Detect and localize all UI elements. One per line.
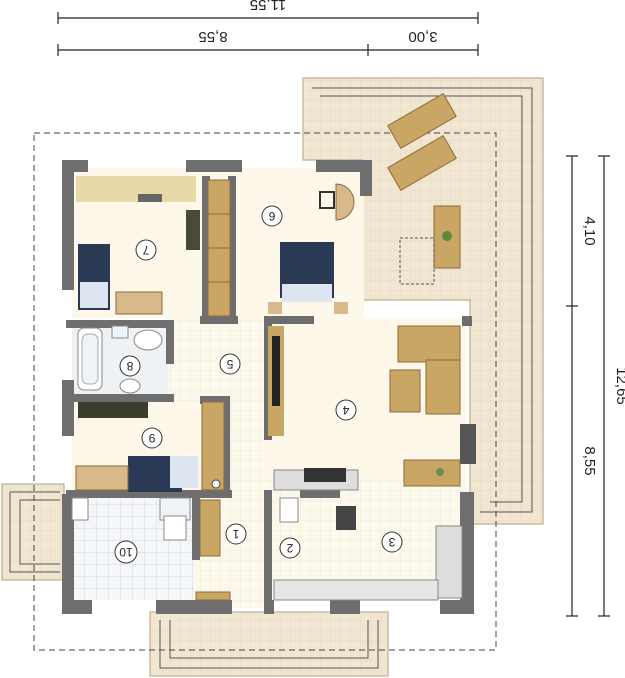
svg-text:2: 2 — [286, 541, 293, 555]
dim-total-width: 11,55 — [250, 0, 286, 13]
dim-left-width: 8,55 — [198, 28, 227, 45]
room-labels: 1 2 3 4 5 6 7 8 9 10 — [114, 205, 403, 564]
furniture — [71, 93, 476, 601]
side-terrace — [1, 483, 65, 581]
svg-text:7: 7 — [142, 243, 149, 257]
top-dimensions — [57, 12, 479, 56]
room-label-2: 2 — [279, 537, 301, 559]
room-label-1: 1 — [225, 523, 247, 545]
svg-text:6: 6 — [268, 209, 275, 223]
svg-text:10: 10 — [119, 545, 133, 559]
room-label-9: 9 — [141, 427, 163, 449]
svg-text:3: 3 — [388, 535, 395, 549]
right-dimensions — [566, 155, 610, 617]
svg-text:5: 5 — [226, 357, 233, 371]
svg-text:9: 9 — [148, 431, 155, 445]
dim-right-upper: 4,10 — [581, 216, 598, 245]
svg-text:1: 1 — [232, 527, 239, 541]
room-label-6: 6 — [261, 205, 283, 227]
dim-total-height: 12,65 — [613, 367, 625, 405]
dim-right-width: 3,00 — [408, 28, 437, 45]
room-label-10: 10 — [114, 540, 138, 564]
svg-text:4: 4 — [342, 403, 349, 417]
entrance-terrace — [149, 611, 389, 677]
walls — [62, 160, 474, 614]
room-label-5: 5 — [219, 353, 241, 375]
dim-right-lower: 8,55 — [581, 446, 598, 475]
svg-text:8: 8 — [126, 359, 133, 373]
room-label-4: 4 — [335, 399, 357, 421]
roof-outline — [33, 132, 497, 651]
room-label-8: 8 — [119, 355, 141, 377]
room-label-7: 7 — [135, 239, 157, 261]
room-label-3: 3 — [381, 531, 403, 553]
